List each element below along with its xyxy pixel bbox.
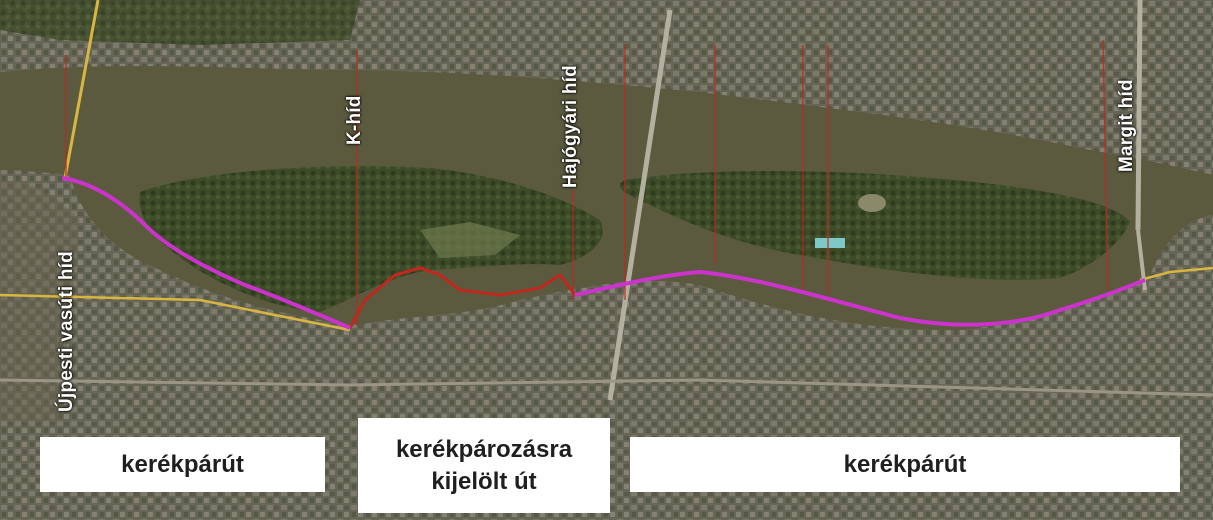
margaret-island-pool [815,238,845,248]
legend-bike-path-west: kerékpárút [40,437,325,492]
k-bridge-label: K-híd [344,95,365,145]
legend-designated-route: kerékpározásra kijelölt út [358,418,610,513]
bike-path-west-line [61,176,351,330]
hajogyari-bridge-deck [607,9,673,401]
yellow-road-east [1139,266,1213,282]
pest-riverbank [0,180,80,420]
legend-bike-path-west-label: kerékpárút [121,450,244,478]
ujpesti-bridge-label: Újpesti vasúti híd [56,251,77,412]
designated-bike-route-line [348,266,577,329]
margaret-island [620,170,1130,280]
obuda-island-clearing [420,222,520,258]
north-bank-vegetation [0,0,360,45]
yellow-road-west [0,293,351,332]
bike-path-east-line [574,269,1146,327]
legend-designated-route-line-2: kijelölt út [431,467,537,495]
hajogyari-bridge-label: Hajógyári híd [560,65,581,188]
railway-bridge-line [63,0,100,179]
legend-designated-route-line-1: kerékpározásra [395,435,573,463]
legend-bike-path-east-label: kerékpárút [843,450,967,478]
obuda-island [139,166,603,312]
legend-bike-path-east: kerékpárút [630,437,1180,492]
pest-main-road [0,378,1213,397]
margit-bridge-deck [1135,0,1143,231]
bridge-marker-lines [65,39,1109,325]
margit-bridge-label: Margit híd [1116,79,1137,172]
margaret-island-stadium [858,194,886,212]
